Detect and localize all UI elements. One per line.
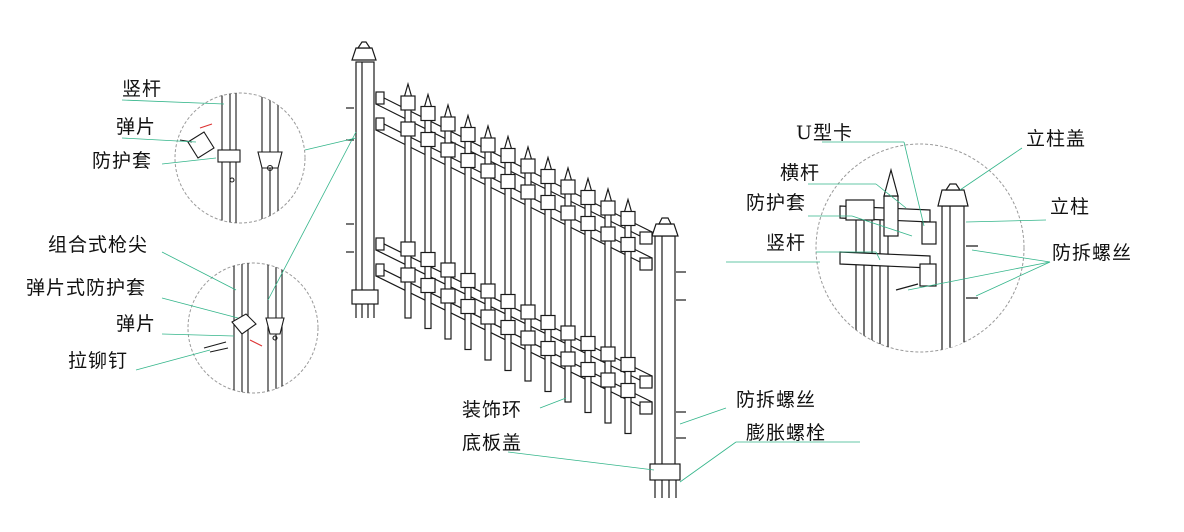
picket	[420, 92, 436, 330]
detail-circle-3	[815, 143, 1025, 353]
label-fangchai-luosi-b: 防拆螺丝	[1052, 242, 1133, 264]
leader-lines	[121, 99, 1051, 483]
picket	[540, 155, 556, 393]
left-post	[346, 41, 379, 318]
label-fanghutao-a: 防护套	[92, 150, 153, 172]
label-danpianshi-fanghutao: 弹片式防护套	[26, 277, 147, 299]
picket	[520, 144, 536, 382]
picket	[500, 134, 516, 372]
label-lizhu: 立柱	[1050, 196, 1091, 218]
picket	[560, 165, 576, 403]
detail-circle-2	[187, 262, 319, 394]
label-pengzhang-luoshuan: 膨胀螺栓	[746, 422, 827, 444]
picket	[580, 176, 596, 414]
label-shugan: 竖杆	[122, 78, 163, 100]
fence-main	[346, 41, 686, 498]
label-lizhugai: 立柱盖	[1026, 128, 1087, 150]
right-post	[649, 217, 686, 498]
label-zhuangshihuan: 装饰环	[462, 399, 523, 421]
label-danpian-a: 弹片	[116, 116, 157, 138]
pickets	[400, 81, 636, 435]
label-shugan-b: 竖杆	[766, 232, 807, 254]
picket	[620, 197, 636, 435]
picket	[600, 186, 616, 424]
label-fanghutao-b: 防护套	[746, 192, 807, 214]
picket	[400, 81, 416, 319]
label-lamaoding: 拉铆钉	[68, 350, 129, 372]
label-u-xing-ka: U型卡	[796, 122, 854, 144]
picket	[480, 123, 496, 361]
label-danpian-b: 弹片	[116, 313, 157, 335]
picket	[460, 113, 476, 351]
label-fangchai-luosi-a: 防拆螺丝	[736, 389, 817, 411]
picket	[440, 102, 456, 340]
label-zuhe-qiangjian: 组合式枪尖	[48, 234, 149, 256]
label-henggan: 横杆	[780, 162, 821, 184]
label-dibangai: 底板盖	[462, 432, 523, 454]
